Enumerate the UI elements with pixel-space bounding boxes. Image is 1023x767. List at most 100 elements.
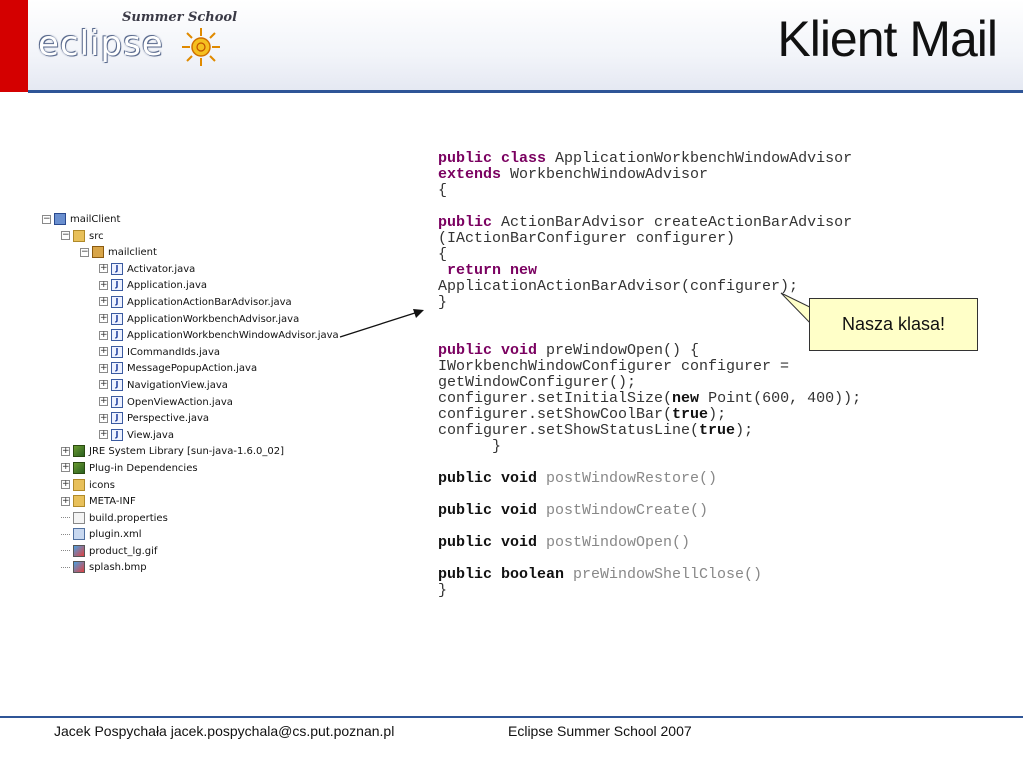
code-token: configurer.setShowStatusLine(: [438, 422, 700, 439]
tree-item[interactable]: splash.bmp: [42, 560, 342, 577]
code-line: public void postWindowRestore(): [438, 471, 861, 487]
code-token: }: [438, 294, 448, 311]
tree-item-label: plugin.xml: [89, 529, 142, 541]
xml-icon: [73, 528, 85, 541]
tree-item[interactable]: − mailclient: [42, 245, 342, 262]
tree-connector: [61, 517, 70, 519]
tree-item[interactable]: −src: [42, 229, 342, 246]
collapse-icon[interactable]: −: [61, 230, 70, 241]
tree-item[interactable]: plugin.xml: [42, 527, 342, 544]
code-token: extends: [438, 166, 502, 183]
code-token: }: [438, 582, 448, 599]
code-token: true: [699, 422, 736, 439]
tree-connector: [61, 550, 70, 552]
tree-item[interactable]: +META-INF: [42, 494, 342, 511]
code-token: IWorkbenchWindowConfigurer configurer =: [438, 358, 790, 375]
tree-item[interactable]: + icons: [42, 478, 342, 495]
code-line: return new: [438, 263, 861, 279]
file-icon: [73, 511, 85, 524]
code-token: new: [672, 390, 700, 407]
tree-item[interactable]: + JRE System Library [sun-java-1.6.0_02]: [42, 444, 342, 461]
tree-item-label: OpenViewAction.java: [127, 396, 233, 408]
code-line: public ActionBarAdvisor createActionBarA…: [438, 215, 861, 231]
code-line: public void postWindowOpen(): [438, 535, 861, 551]
expand-icon[interactable]: +: [99, 346, 108, 357]
code-token: WorkbenchWindowAdvisor: [501, 166, 709, 183]
header-divider: [28, 90, 1023, 93]
code-line: configurer.setInitialSize(new Point(600,…: [438, 391, 861, 407]
expand-icon[interactable]: +: [99, 313, 108, 324]
tree-item[interactable]: −mailClient: [42, 212, 342, 229]
tree-item-label: Application.java: [127, 280, 208, 292]
tree-item-label: icons: [89, 479, 115, 491]
code-line: configurer.setShowCoolBar(true);: [438, 407, 861, 423]
code-token: {: [438, 182, 448, 199]
tree-item[interactable]: +J MessagePopupAction.java: [42, 361, 342, 378]
code-token: {: [438, 246, 448, 263]
lib-icon: [73, 445, 85, 458]
code-token: }: [438, 438, 502, 455]
tree-item[interactable]: +Plug-in Dependencies: [42, 461, 342, 478]
java-icon: J: [111, 262, 123, 275]
code-token: ActionBarAdvisor createActionBarAdvisor: [492, 214, 853, 231]
tree-item-label: mailclient: [108, 247, 157, 259]
java-icon: J: [111, 329, 123, 342]
code-line: {: [438, 247, 861, 263]
tree-item[interactable]: build.properties: [42, 511, 342, 528]
tree-item-label: JRE System Library [sun-java-1.6.0_02]: [89, 446, 285, 458]
code-token: public boolean: [438, 566, 565, 583]
code-line: public void preWindowOpen() {: [438, 343, 861, 359]
tree-item-label: MessagePopupAction.java: [127, 363, 258, 375]
tree-item-label: ApplicationWorkbenchWindowAdvisor.java: [127, 330, 339, 342]
tree-item-label: View.java: [127, 429, 174, 441]
expand-icon[interactable]: +: [99, 329, 108, 340]
slide-title: Klient Mail: [777, 11, 998, 67]
tree-connector: [61, 566, 70, 568]
expand-icon[interactable]: +: [99, 412, 108, 423]
folder-icon: [73, 478, 85, 491]
tree-item-label: ICommandIds.java: [127, 346, 220, 358]
tree-item-label: NavigationView.java: [127, 379, 228, 391]
expand-icon[interactable]: +: [99, 396, 108, 407]
java-icon: J: [111, 362, 123, 375]
expand-icon[interactable]: +: [99, 279, 108, 290]
expand-icon[interactable]: +: [61, 495, 70, 506]
code-token: Point(600, 400));: [699, 390, 862, 407]
code-token: );: [735, 422, 754, 439]
tree-item-label: ApplicationActionBarAdvisor.java: [127, 296, 292, 308]
code-token: preWindowShellClose(): [564, 566, 763, 583]
code-token: ApplicationWorkbenchWindowAdvisor: [546, 150, 853, 167]
expand-icon[interactable]: +: [99, 429, 108, 440]
expand-icon[interactable]: +: [99, 362, 108, 373]
code-token: postWindowCreate(): [537, 502, 709, 519]
collapse-icon[interactable]: −: [80, 246, 89, 257]
expand-icon[interactable]: +: [99, 296, 108, 307]
collapse-icon[interactable]: −: [42, 213, 51, 224]
code-token: public class: [438, 150, 547, 167]
expand-icon[interactable]: +: [61, 479, 70, 489]
tree-item[interactable]: product_lg.gif: [42, 544, 342, 561]
expand-icon[interactable]: +: [61, 462, 70, 473]
tree-item[interactable]: +J ApplicationWorkbenchWindowAdvisor.java: [42, 328, 342, 345]
code-line: IWorkbenchWindowConfigurer configurer =: [438, 359, 861, 375]
expand-icon[interactable]: +: [99, 263, 108, 274]
footer-author: Jacek Pospychała jacek.pospychala@cs.put…: [54, 723, 395, 739]
expand-icon[interactable]: +: [61, 445, 70, 456]
code-listing: public class ApplicationWorkbenchWindowA…: [438, 151, 861, 599]
expand-icon[interactable]: +: [99, 379, 108, 390]
code-line: ApplicationActionBarAdvisor(configurer);: [438, 279, 861, 295]
code-line: (IActionBarConfigurer configurer): [438, 231, 861, 247]
pkg-icon: [92, 246, 104, 259]
